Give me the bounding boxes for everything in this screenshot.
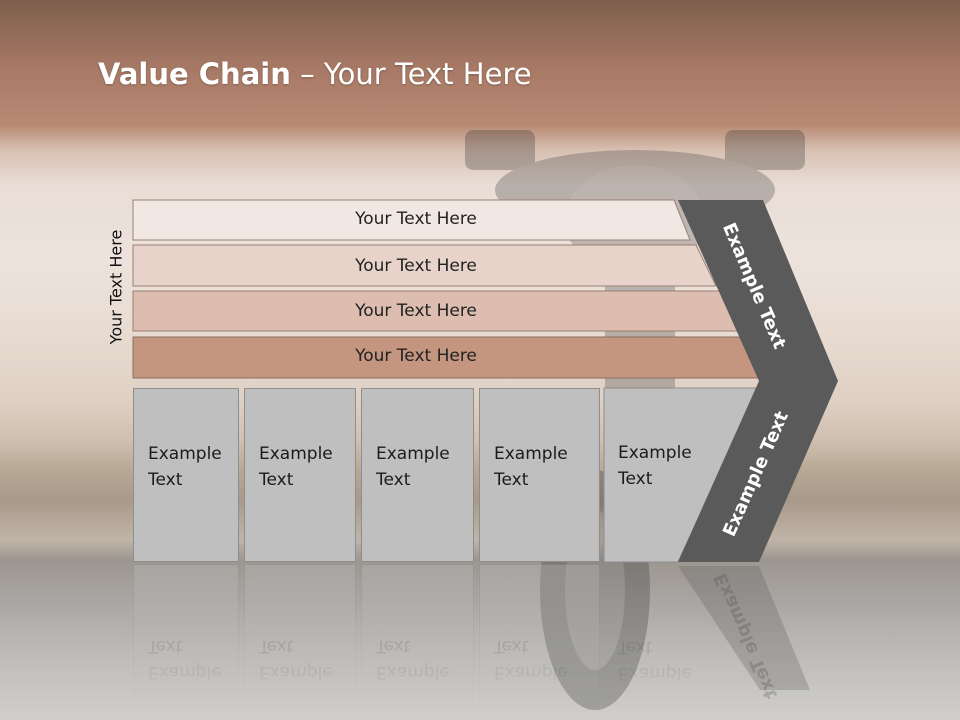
box-1-reflection-label: Example Text	[148, 636, 222, 682]
box-5-reflection-label: Example Text	[618, 637, 692, 683]
box-1[interactable]: Example Text	[133, 388, 239, 562]
box-5: Example Text	[604, 388, 714, 562]
bar-4-label: Your Text Here	[355, 346, 477, 366]
chevron-reflection	[678, 566, 810, 690]
slide-title: Value Chain – Your Text Here	[98, 54, 532, 98]
box-2-reflection-label: Example Text	[259, 636, 333, 682]
box-4-reflection-label: Example Text	[494, 636, 568, 682]
bar-1-label: Your Text Here	[355, 209, 477, 229]
box-1-reflection: Example Text	[133, 564, 239, 714]
bar-2-label: Your Text Here	[355, 256, 477, 276]
box-2-label: Example Text	[259, 444, 333, 490]
title-bold: Value Chain	[98, 57, 291, 91]
box-3-label: Example Text	[376, 444, 450, 490]
box-2[interactable]: Example Text	[244, 388, 356, 562]
box-5-label: Example Text	[618, 443, 692, 489]
box-5-reflection: Example Text	[604, 564, 714, 714]
box-3[interactable]: Example Text	[361, 388, 474, 562]
chevron-arrow[interactable]	[678, 200, 838, 562]
title-rest: – Your Text Here	[290, 57, 532, 91]
box-3-reflection-label: Example Text	[376, 636, 450, 682]
bar-1[interactable]	[132, 199, 691, 241]
box-4-reflection: Example Text	[479, 564, 600, 714]
box-4[interactable]: Example Text	[479, 388, 600, 562]
box-4-label: Example Text	[494, 444, 568, 490]
box-2-reflection: Example Text	[244, 564, 356, 714]
bar-2[interactable]	[132, 244, 717, 287]
bar-3-label: Your Text Here	[355, 301, 477, 321]
box-3-reflection: Example Text	[361, 564, 474, 714]
box-1-label: Example Text	[148, 444, 222, 490]
